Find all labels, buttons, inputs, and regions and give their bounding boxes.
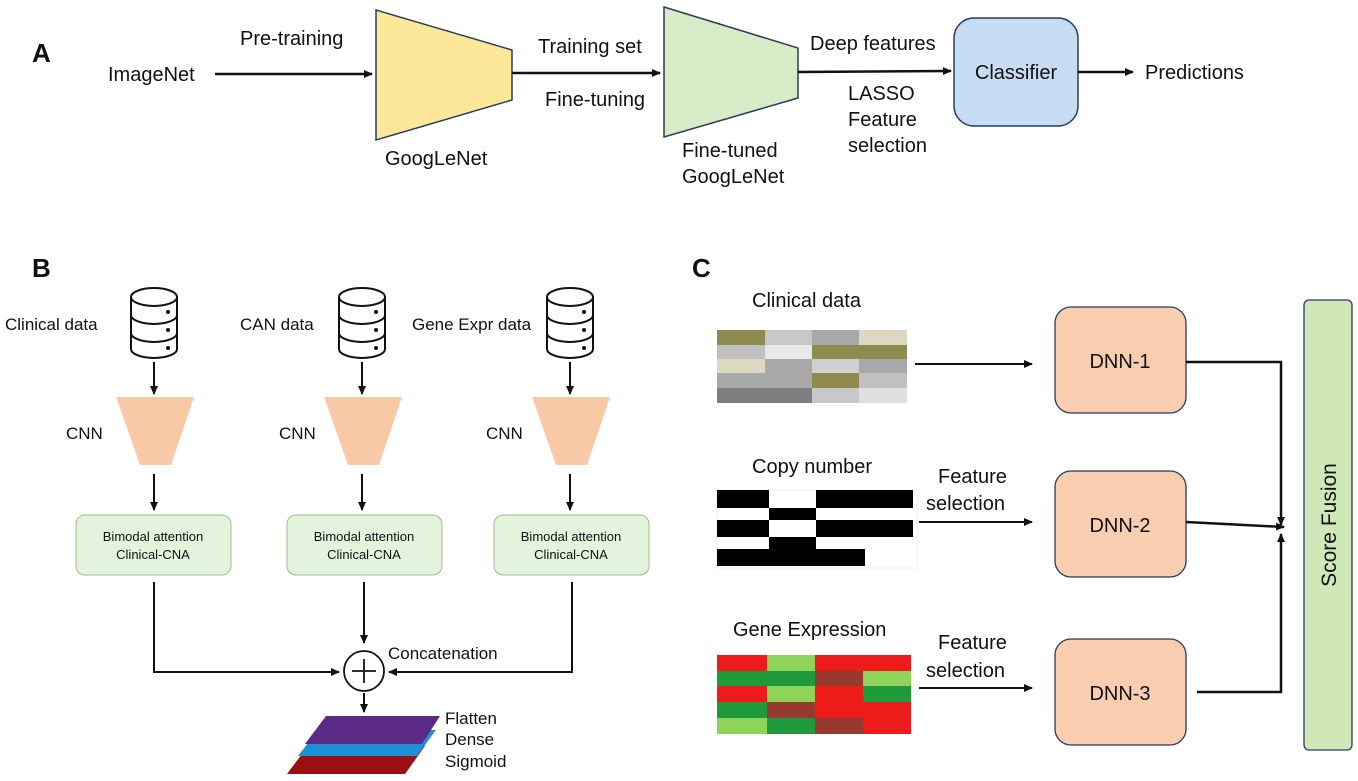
arrow-dnn1-to-fusion: [1186, 360, 1285, 526]
finetuned-googlenet-trapezoid: [663, 5, 799, 138]
score-fusion-box: [1303, 299, 1353, 751]
arrow-attention-clinical-to-concat: [153, 582, 340, 676]
flatten-layer: [305, 716, 440, 744]
plus-icon: [352, 659, 376, 683]
feature-selection-label-1-line2: selection: [926, 493, 1005, 515]
feature-selection-label-1-line1: Feature: [938, 466, 1007, 488]
classifier-label: Classifier: [975, 62, 1058, 84]
arrow-attention-gene-to-concat: [388, 582, 573, 676]
attention-label-clinical-line2: Clinical-CNA: [116, 547, 190, 562]
feature-selection-label-2-line2: selection: [926, 660, 1005, 682]
cnn-trapezoid-clinical: [116, 397, 194, 465]
gene-expr-data-label: Gene Expr data: [412, 315, 532, 334]
dnn1-label: DNN-1: [1089, 351, 1150, 373]
gene-expression-title: Gene Expression: [733, 619, 886, 641]
cnn-trapezoid-gene: [532, 397, 610, 465]
copy-number-heatmap: [716, 489, 918, 569]
clinical-data-heatmap: [717, 330, 907, 403]
gene-expr-database-icon: [546, 287, 594, 359]
arrow-dnn3-to-fusion: [1197, 533, 1285, 694]
gene-expression-heatmap: [717, 655, 911, 734]
imagenet-label: ImageNet: [108, 64, 195, 86]
attention-label-can-line1: Bimodal attention: [314, 529, 414, 544]
pretraining-label: Pre-training: [240, 28, 343, 50]
arrow-finetuned-to-classifier: [797, 67, 952, 76]
attention-label-clinical-line1: Bimodal attention: [103, 529, 203, 544]
attention-box-can: [286, 514, 443, 576]
attention-label-gene-line1: Bimodal attention: [521, 529, 621, 544]
concatenation-label: Concatenation: [388, 644, 498, 663]
cnn-trapezoid-can: [324, 397, 402, 465]
can-data-label: CAN data: [240, 315, 314, 334]
googlenet-label: GoogLeNet: [385, 148, 488, 170]
panel-a-letter: A: [32, 38, 51, 68]
dnn1-box: [1054, 306, 1187, 414]
lasso-label-line1: LASSO: [848, 83, 915, 105]
lasso-label-line3: selection: [848, 135, 927, 157]
feature-selection-label-2-line1: Feature: [938, 632, 1007, 654]
attention-label-can-line2: Clinical-CNA: [327, 547, 401, 562]
clinical-data-title: Clinical data: [752, 290, 862, 312]
flatten-label: Flatten: [445, 709, 497, 728]
attention-box-clinical: [75, 514, 232, 576]
sigmoid-label: Sigmoid: [445, 752, 506, 771]
panel-c-letter: C: [692, 253, 711, 283]
lasso-label-line2: Feature: [848, 109, 917, 131]
panel-b-letter: B: [32, 253, 51, 283]
finetuned-label-line2: GoogLeNet: [682, 166, 785, 188]
dnn3-box: [1054, 638, 1187, 746]
dnn2-box: [1054, 470, 1187, 578]
dense-label: Dense: [445, 730, 494, 749]
predictions-label: Predictions: [1145, 62, 1244, 84]
cnn-label-gene: CNN: [486, 424, 523, 443]
finetuned-label-line1: Fine-tuned: [682, 140, 778, 162]
cnn-label-can: CNN: [279, 424, 316, 443]
can-database-icon: [338, 287, 386, 359]
arrow-dnn2-to-fusion: [1185, 520, 1285, 531]
deep-features-label: Deep features: [810, 33, 936, 55]
clinical-database-icon: [130, 287, 178, 359]
dnn2-label: DNN-2: [1089, 515, 1150, 537]
attention-box-gene: [493, 514, 650, 576]
cnn-label-clinical: CNN: [66, 424, 103, 443]
finetuning-label: Fine-tuning: [545, 89, 645, 111]
score-fusion-label: Score Fusion: [1318, 463, 1341, 587]
copy-number-title: Copy number: [752, 456, 872, 478]
googlenet-trapezoid: [375, 8, 513, 142]
training-set-label: Training set: [538, 36, 642, 58]
dnn3-label: DNN-3: [1089, 683, 1150, 705]
clinical-data-label: Clinical data: [5, 315, 98, 334]
attention-label-gene-line2: Clinical-CNA: [534, 547, 608, 562]
